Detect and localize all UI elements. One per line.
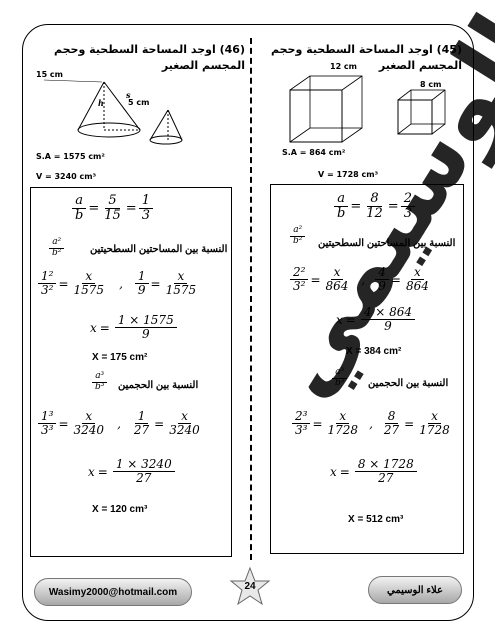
q45-small-label: 8 cm bbox=[420, 80, 442, 89]
q46-title: (46) اوجد المساحة السطحية وحجم المجسم ال… bbox=[54, 43, 245, 72]
page-frame bbox=[22, 24, 474, 621]
page-number-badge: 24 bbox=[228, 566, 272, 610]
q46-v: V = 3240 cm³ bbox=[36, 172, 97, 181]
q46-solution-box bbox=[30, 187, 232, 557]
q46-big-label: 15 cm bbox=[36, 70, 63, 79]
q45-vol-result: X = 512 cm³ bbox=[348, 514, 404, 525]
footer-author: علاء الوسيمي bbox=[368, 576, 462, 604]
q45-big-label: 12 cm bbox=[330, 62, 357, 71]
q45-vol-ratio-label: النسبة بين الحجمين bbox=[368, 378, 449, 389]
q45-area-ratio-label: النسبة بين المساحتين السطحيتين bbox=[318, 238, 456, 249]
q45-title: (45) اوجد المساحة السطحية وحجم المجسم ال… bbox=[271, 43, 462, 72]
page-number: 24 bbox=[244, 581, 256, 592]
q45-v: V = 1728 cm³ bbox=[318, 170, 379, 179]
footer-author-text: علاء الوسيمي bbox=[387, 584, 443, 596]
q46-s-label: s bbox=[126, 90, 131, 100]
q45-sa: S.A = 864 cm² bbox=[282, 148, 346, 157]
q46-vol-result: X = 120 cm³ bbox=[92, 504, 148, 515]
q46-vol-ratio-label: النسبة بين الحجمين bbox=[118, 380, 199, 391]
column-divider bbox=[250, 38, 252, 560]
footer-email: Wasimy2000@hotmail.com bbox=[34, 578, 192, 606]
footer-email-text: Wasimy2000@hotmail.com bbox=[48, 586, 178, 598]
q46-area-result: X = 175 cm² bbox=[92, 352, 148, 363]
star-icon bbox=[229, 566, 271, 606]
cubes-figure bbox=[289, 75, 446, 143]
q46-sa: S.A = 1575 cm² bbox=[36, 152, 105, 161]
q45-area-result: X = 384 cm² bbox=[346, 346, 402, 357]
q45-solution-box bbox=[270, 184, 464, 554]
q46-area-ratio-label: النسبة بين المساحتين السطحيتين bbox=[90, 244, 228, 255]
q46-small-label: 5 cm bbox=[128, 98, 150, 107]
cones-figure bbox=[43, 79, 183, 145]
q46-h-label: h bbox=[98, 98, 104, 108]
